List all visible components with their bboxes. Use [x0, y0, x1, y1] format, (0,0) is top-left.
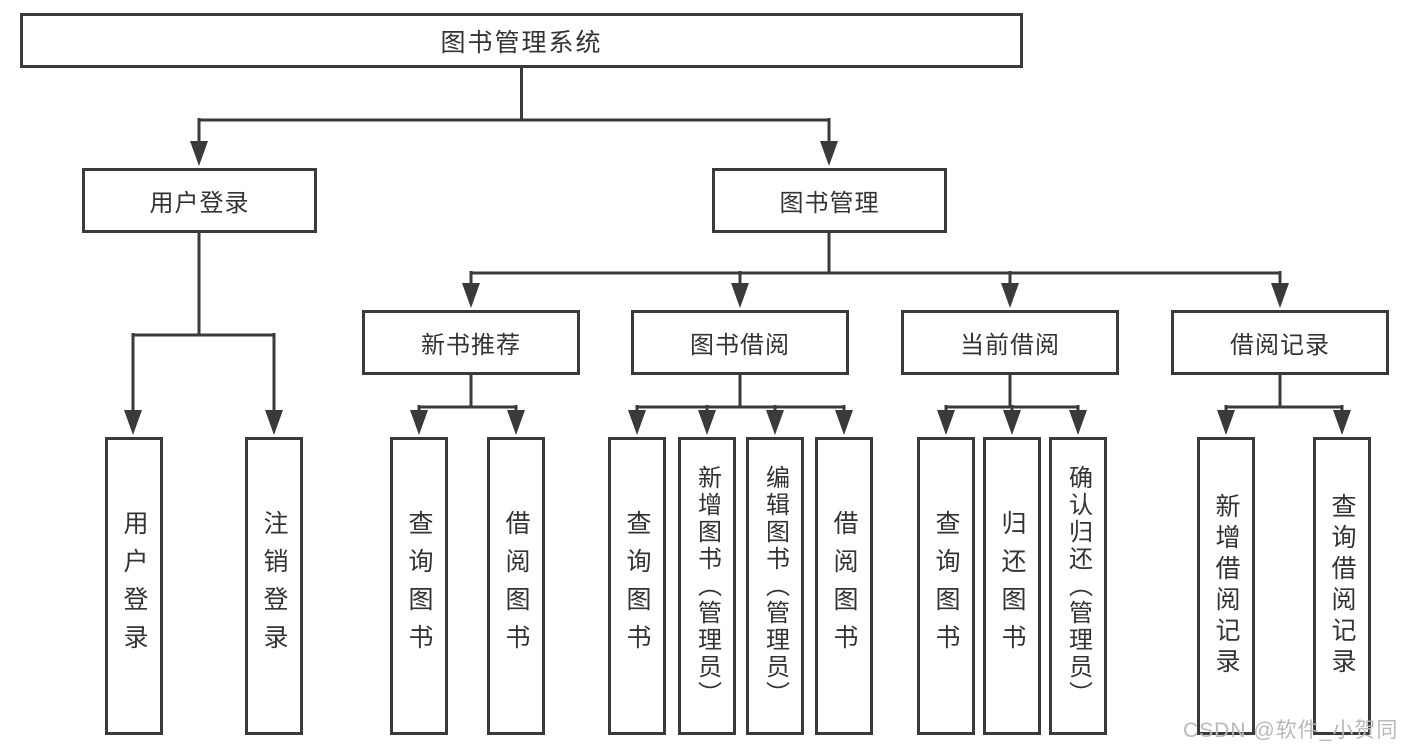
leaf-add-book-admin: 新增图书（管理员） [678, 437, 736, 735]
csdn-watermark: CSDN @软件_小贺同学 [1183, 719, 1399, 742]
leaf-newbook-query-books: 查询图书 [390, 437, 448, 735]
leaf-add-borrow-record: 新增借阅记录 [1197, 437, 1255, 735]
leaf-borrowing-borrow-books: 借阅图书 [815, 437, 873, 735]
connector-borrowing-records-group-to-leaves [1217, 375, 1351, 435]
connector-root-to-level2 [190, 68, 838, 166]
leaf-current-query-books: 查询图书 [917, 437, 975, 735]
node-new-book-recommendation: 新书推荐 [362, 310, 580, 375]
node-book-management-branch: 图书管理 [712, 168, 947, 233]
connector-current-borrowing-group-to-leaves [937, 375, 1087, 435]
leaf-newbook-borrow-books: 借阅图书 [487, 437, 545, 735]
connector-book-management-to-groups [462, 233, 1289, 308]
connector-book-borrowing-group-to-leaves [628, 375, 853, 435]
leaf-confirm-return-admin: 确认归还（管理员） [1049, 437, 1107, 735]
node-borrowing-records: 借阅记录 [1171, 310, 1389, 375]
leaf-edit-book-admin: 编辑图书（管理员） [746, 437, 804, 735]
leaf-borrowing-query-books: 查询图书 [608, 437, 666, 735]
connector-new-book-group-to-leaves [410, 375, 525, 435]
leaf-logout: 注销登录 [245, 437, 303, 735]
leaf-user-login: 用户登录 [105, 437, 163, 735]
node-root-system: 图书管理系统 [20, 13, 1023, 68]
node-user-login-branch: 用户登录 [82, 168, 317, 233]
leaf-query-borrow-record: 查询借阅记录 [1313, 437, 1371, 735]
connector-user-login-to-leaves [124, 233, 283, 435]
node-book-borrowing: 图书借阅 [631, 310, 849, 375]
node-current-borrowing: 当前借阅 [901, 310, 1119, 375]
leaf-return-books: 归还图书 [983, 437, 1041, 735]
